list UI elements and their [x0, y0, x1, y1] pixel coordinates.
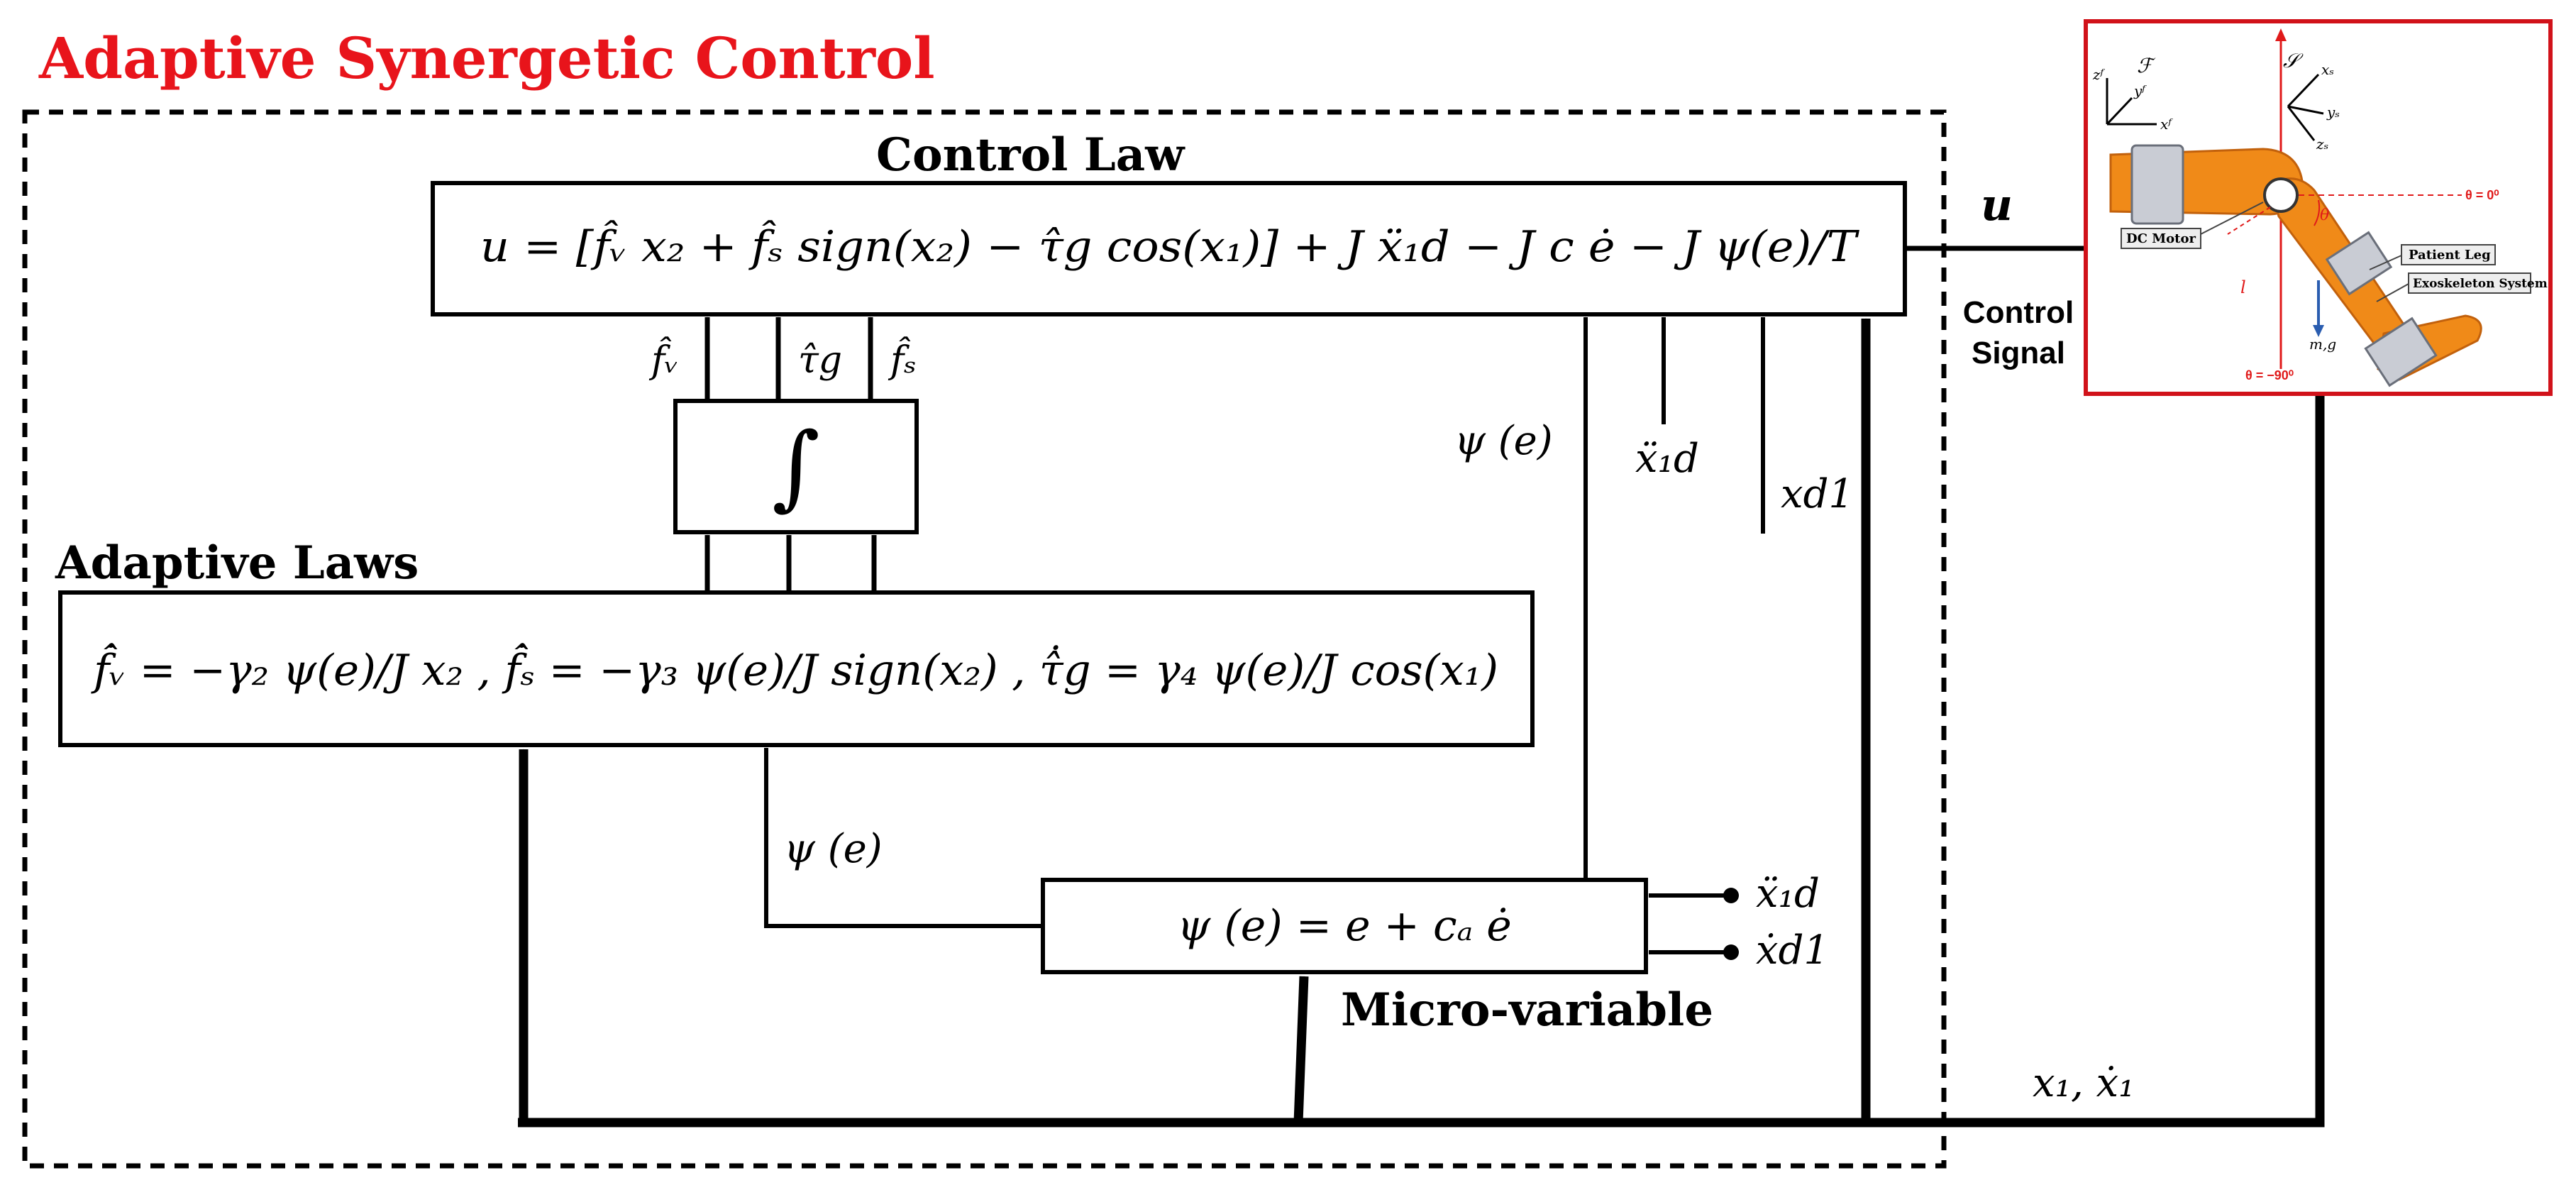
- feedback-bus: [518, 389, 2325, 1128]
- leg-callout-label: Patient Leg: [2409, 248, 2491, 263]
- axis-yf-label: yᶠ: [2133, 82, 2147, 99]
- axis-zf-label: zᶠ: [2092, 66, 2106, 83]
- axis-xf-label: xᶠ: [2160, 116, 2173, 133]
- frame-f-axes-icon: [2106, 78, 2157, 126]
- length-label: l: [2240, 277, 2246, 297]
- weight-arrowhead-icon: [2313, 325, 2324, 337]
- axis-zs-label: zₛ: [2316, 136, 2328, 153]
- feedback-to-micro-arrow: [1293, 976, 1309, 1123]
- psi-e-right-label: ψ (e): [1454, 418, 1553, 464]
- diagram-title: Adaptive Synergetic Control: [38, 25, 935, 92]
- frame-s-axes-icon: [2287, 73, 2324, 141]
- psi-e-left-label: ψ (e): [784, 826, 883, 872]
- psi-to-adaptive-wire: [764, 747, 1043, 928]
- motor-housing: [2130, 144, 2184, 225]
- axis-ys-label: yₛ: [2326, 104, 2340, 121]
- theta-label: θ: [2320, 206, 2329, 224]
- weight-label: m,g: [2309, 336, 2336, 353]
- xdd-1d-top-label: ẍ₁d: [1635, 436, 1699, 482]
- adaptive-laws-equation: f̂̇ᵥ = −γ₂ ψ(e)/J x₂ , f̂̇ₛ = −γ₃ ψ(e)/J…: [91, 643, 1498, 695]
- exo-callout-leader: [2376, 283, 2409, 302]
- knee-joint-icon: [2263, 177, 2299, 213]
- integrator-symbol: ∫: [772, 412, 820, 520]
- micro-variable-heading: Micro-variable: [1341, 983, 1713, 1037]
- feedback-label: x₁, ẋ₁: [2033, 1060, 2135, 1106]
- length-line: [2227, 206, 2271, 235]
- tau-g-hat-label: τ̂g: [798, 339, 842, 382]
- xdot-d1-bottom-label: ẋd1: [1756, 927, 1829, 974]
- fs-hat-label: f̂ₛ: [888, 337, 917, 382]
- adaptive-laws-box: [58, 590, 1535, 747]
- xdot-d1-bottom-dot: [1723, 944, 1739, 960]
- leg-callout-leader: [2369, 255, 2402, 270]
- controller-boundary: [22, 109, 1947, 1169]
- vertical-axis-arrowhead: [2275, 28, 2287, 41]
- micro-variable-equation: ψ (e) = e + cₐ ė: [1177, 901, 1512, 951]
- motor-callout-box: [2121, 228, 2201, 249]
- theta-neg90-label: θ = −90⁰: [2245, 368, 2294, 382]
- fv-hat-label: f̂ᵥ: [648, 337, 679, 382]
- xdd-1d-bottom-dot: [1723, 888, 1739, 903]
- exo-callout-box: [2408, 272, 2531, 294]
- exo-cuff-upper: [2325, 231, 2393, 296]
- motor-callout-leader: [2200, 202, 2264, 235]
- motor-callout-label: DC Motor: [2126, 231, 2196, 246]
- exo-callout-label: Exoskeleton System: [2413, 277, 2548, 291]
- control-signal-line2: Signal: [1972, 336, 2065, 370]
- axis-xs-label: xₛ: [2321, 61, 2334, 78]
- control-law-equation: u = [f̂ᵥ x₂ + f̂ₛ sign(x₂) − τ̂g cos(x₁)…: [480, 220, 1859, 272]
- theta-arc: [2314, 199, 2321, 226]
- control-law-heading: Control Law: [876, 128, 1185, 182]
- xd1-top-label: xd1: [1781, 471, 1854, 517]
- adaptive-laws-heading: Adaptive Laws: [55, 536, 419, 590]
- control-law-box: [431, 181, 1907, 316]
- theta0-label: θ = 0⁰: [2465, 188, 2499, 202]
- xdd-1d-bottom-label: ẍ₁d: [1756, 871, 1820, 917]
- control-signal-line1: Control: [1963, 295, 2074, 330]
- integrator-box: [673, 399, 919, 534]
- control-signal-u: u: [1981, 179, 2013, 231]
- leg-callout-box: [2401, 244, 2496, 265]
- exo-cuff-lower: [2364, 316, 2438, 387]
- plant-illustration: ℱ zᶠ yᶠ xᶠ 𝒮 xₛ yₛ zₛ θ = 0⁰ θ = −90: [2084, 19, 2553, 396]
